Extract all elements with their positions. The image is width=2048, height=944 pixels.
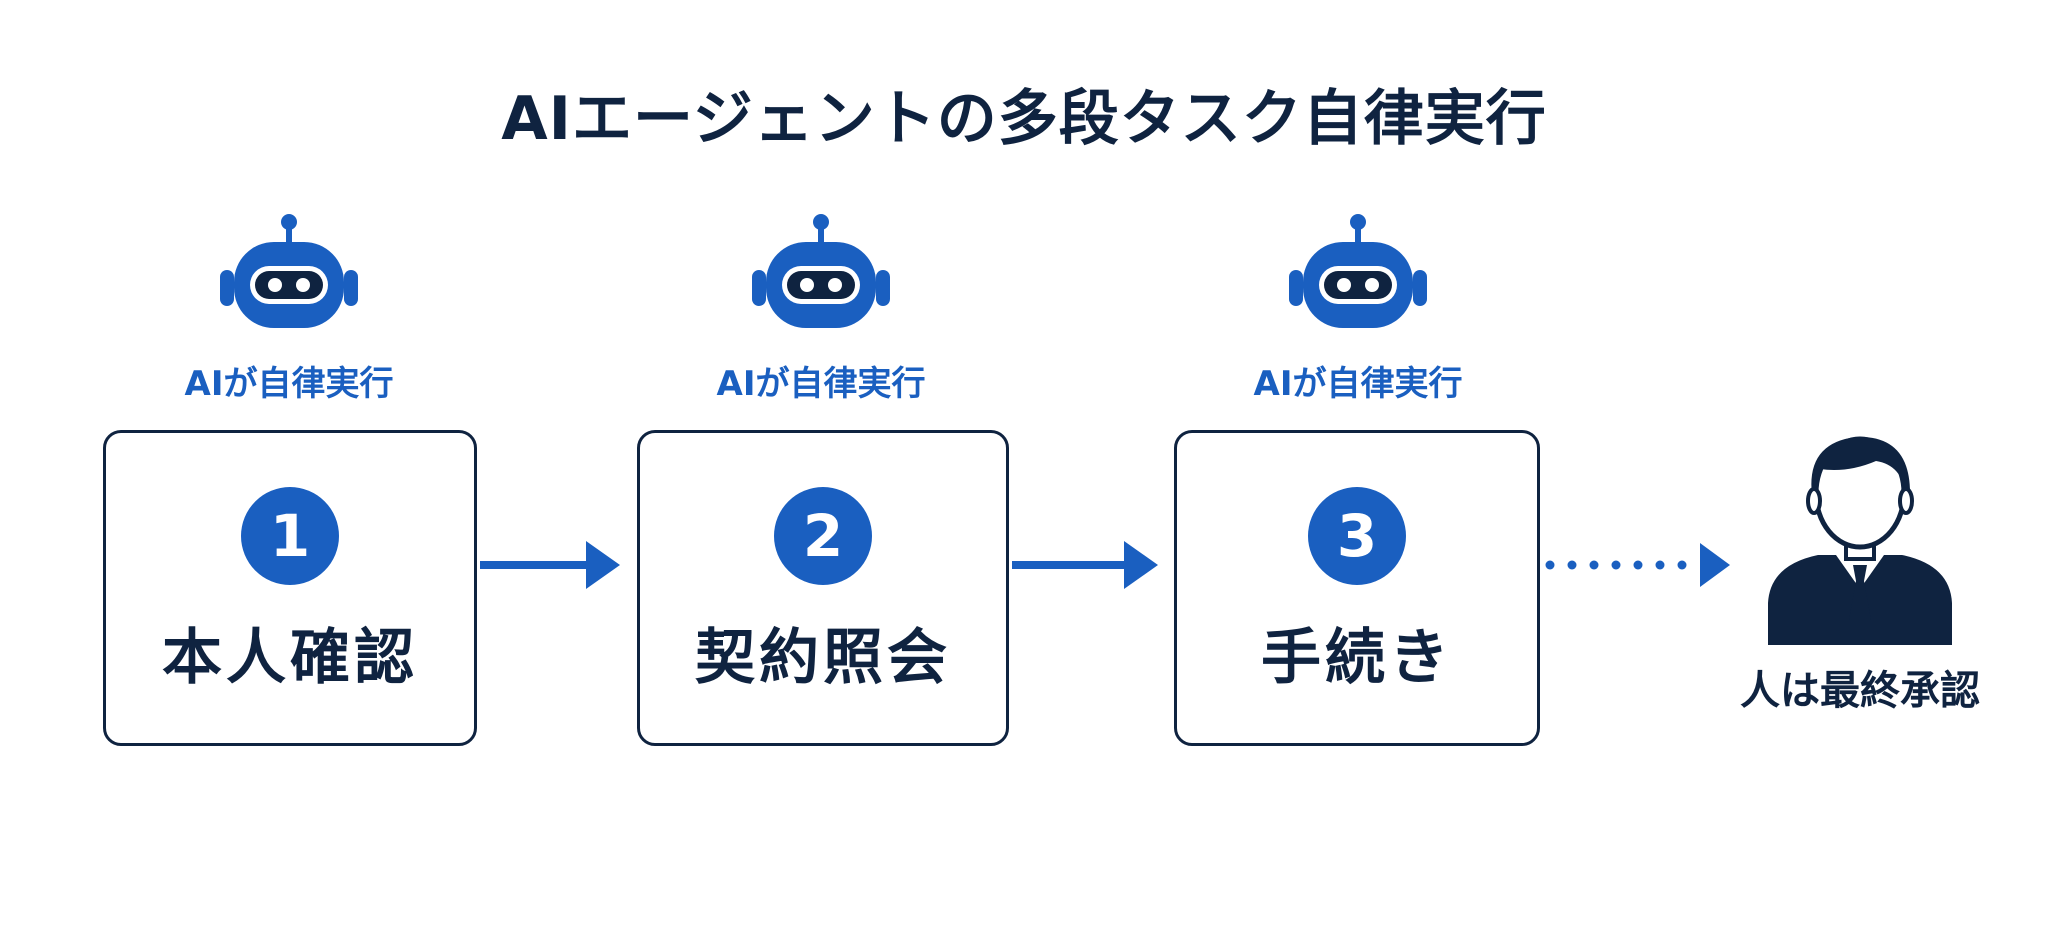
robot-icon [752, 214, 890, 328]
robot-icon [1289, 214, 1427, 328]
person-icon [1768, 436, 1952, 645]
diagram-title: AIエージェントの多段タスク自律実行 [501, 84, 1547, 154]
agent-label-2: AIが自律実行 [716, 364, 926, 404]
step-label: 本人確認 [162, 623, 418, 693]
step-box-3: 3 手続き [1174, 430, 1540, 746]
step-box-2: 2 契約照会 [637, 430, 1009, 746]
step-number-badge: 2 [774, 487, 872, 585]
step-number-badge: 3 [1308, 487, 1406, 585]
final-approval-label: 人は最終承認 [1740, 668, 1980, 714]
dotted-arrow-icon [1545, 543, 1730, 587]
agent-label-1: AIが自律実行 [184, 364, 394, 404]
arrow-right-icon [1012, 541, 1158, 589]
step-number-badge: 1 [241, 487, 339, 585]
step-label: 手続き [1261, 623, 1453, 693]
robot-icon [220, 214, 358, 328]
arrow-right-icon [480, 541, 620, 589]
step-label: 契約照会 [695, 623, 951, 693]
step-box-1: 1 本人確認 [103, 430, 477, 746]
agent-label-3: AIが自律実行 [1253, 364, 1463, 404]
